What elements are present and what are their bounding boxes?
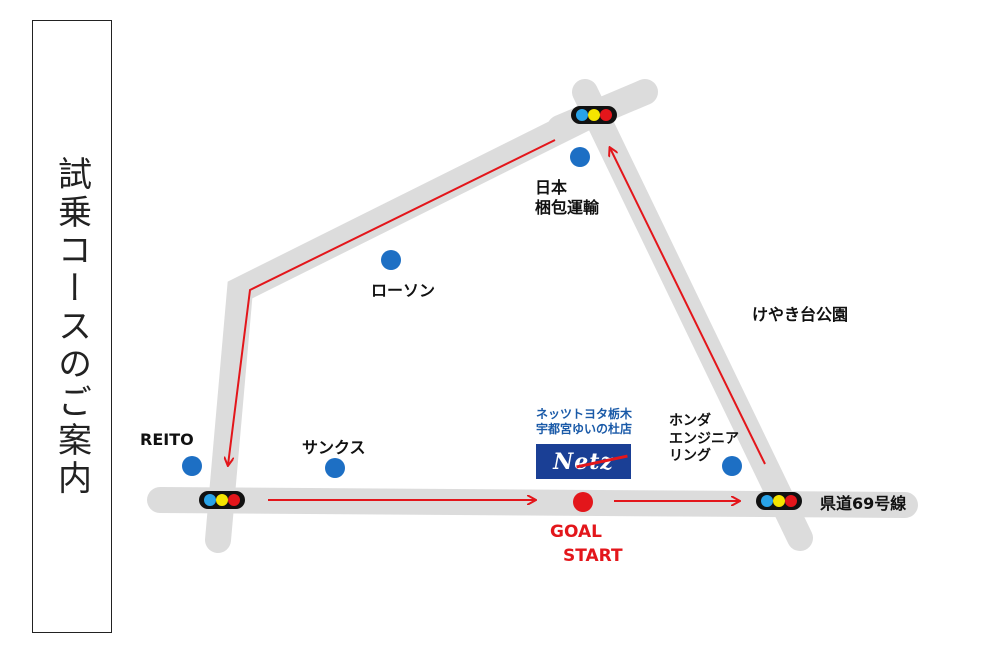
label-sunkus: サンクス [302,438,366,457]
signal-top [571,106,617,124]
label-lawson: ローソン [371,281,436,300]
route-arrows [228,139,766,501]
label-reito: REITO [140,430,194,449]
label-honda-line1: ホンダ [669,413,711,429]
landmark-dot-sunkus [325,458,345,478]
landmark-dots [182,147,742,478]
label-keyaki-park: けやき台公園 [752,305,849,324]
start-label: START [563,546,623,566]
goal-start-point [573,492,593,512]
landmark-dot-honda [722,456,742,476]
landmark-dot-reito [182,456,202,476]
signal-left [199,491,245,509]
label-route-69: 県道69号線 [820,494,907,513]
route-arrow-north [610,148,766,465]
landmark-dot-nihon [570,147,590,167]
signal-right [756,492,802,510]
label-nihon-konpo: 日本 梱包運輸 [535,178,599,218]
road-west-loop [205,105,598,553]
route-arrow-west [228,139,556,465]
landmark-dot-lawson [381,250,401,270]
dealer-name: ネッツトヨタ栃木 宇都宮ゆいの杜店 [536,407,632,437]
label-nihon-line1: 日本 [535,178,568,197]
goal-label: GOAL [550,522,602,542]
label-honda-engineering: ホンダ エンジニア リング [669,413,739,466]
label-nihon-line2: 梱包運輸 [535,198,600,217]
label-honda-line3: リング [669,448,711,464]
title-box: 試乗コースのご案内 [32,20,112,633]
dealer-line1: ネッツトヨタ栃木 [536,407,633,421]
label-honda-line2: エンジニア [669,430,739,447]
dealer-line2: 宇都宮ゆいの杜店 [536,422,633,436]
netz-logo: Netz [536,444,631,479]
map-title: 試乗コースのご案内 [51,155,92,498]
